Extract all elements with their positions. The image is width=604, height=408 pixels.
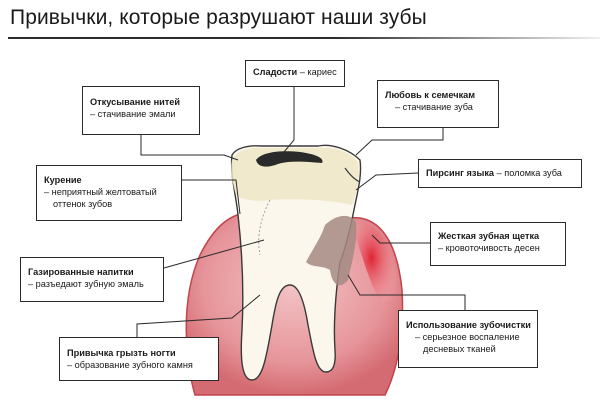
leader-nails [136,294,261,338]
label-sweets: Сладости – кариес [245,60,345,87]
leader-brush [371,234,436,244]
tartar [306,215,357,286]
tooth [230,144,362,381]
label-toothpick: Использование зубочистки – серьезное вос… [398,310,538,368]
label-soda: Газированные напитки – разъедают зубную … [20,257,164,302]
page-title: Привычки, которые разрушают наши зубы [10,6,427,29]
leader-seeds [355,127,444,156]
label-brush: Жесткая зубная щетка – кровоточивость де… [430,222,566,266]
leader-smoking [181,179,241,215]
leader-piercing [355,172,419,191]
leader-toothpick [347,274,466,315]
label-smoking: Курение – неприятный желтоватый оттенок … [36,165,182,221]
title-underline [8,37,600,39]
label-seeds: Любовь к семечкам – стачивание зуба [377,80,499,128]
inflamed-gum [355,222,397,302]
leader-threads [140,135,239,161]
label-threads: Откусывание нитей – стачивание эмали [82,86,200,135]
leader-soda [163,239,265,269]
leader-sweets [283,86,295,153]
cavity [256,151,323,167]
label-piercing: Пирсинг языка – поломка зуба [418,159,582,188]
label-nails: Привычка грызть ногти – образование зубн… [59,337,219,381]
